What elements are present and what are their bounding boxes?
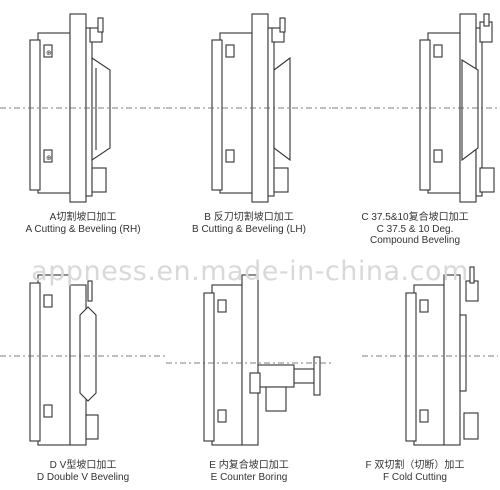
panel-c: C 37.5&10复合坡口加工 C 37.5 & 10 Deg. Compoun… [332,0,498,246]
caption-e-en: E Counter Boring [210,472,288,483]
svg-text:⊕: ⊕ [46,154,52,162]
cutting-beveling-lh-diagram [166,13,332,203]
counter-boring-diagram [166,274,332,446]
watermark: appness.en.made-in-china.com [31,256,469,287]
svg-text:⊕: ⊕ [46,49,52,57]
panel-d: D V型坡口加工 D Double V Beveling [0,245,166,490]
caption-e-cn: E 内复合坡口加工 [209,460,289,471]
caption-b-en: B Cutting & Beveling (LH) [192,224,306,235]
caption-d-en: D Double V Beveling [36,472,130,483]
cutting-beveling-rh-diagram: ⊕ ⊕ [0,13,166,203]
panel-a: ⊕ ⊕ A切割坡口加工 A Cutting & Beveling (RH) [0,0,166,245]
caption-c-en-2: Compound Beveling [369,235,461,246]
caption-c-cn: C 37.5&10复合坡口加工 [361,212,469,223]
caption-f-en: F Cold Cutting [383,472,447,483]
caption-b-cn: B 反刀切割坡口加工 [204,212,294,223]
caption-c-en: C 37.5 & 10 Deg. [376,224,454,235]
caption-a-cn: A切割坡口加工 [49,212,117,223]
panel-e: E 内复合坡口加工 E Counter Boring [166,245,332,490]
panel-b: B 反刀切割坡口加工 B Cutting & Beveling (LH) [166,0,332,245]
double-v-beveling-diagram [0,274,166,446]
cold-cutting-diagram [362,266,498,446]
caption-d-cn: D V型坡口加工 [49,460,117,471]
caption-a-en: A Cutting & Beveling (RH) [25,224,141,235]
caption-f-cn: F 双切割（切断）加工 [365,460,465,471]
panel-f: F 双切割（切断）加工 F Cold Cutting [332,245,498,490]
compound-beveling-diagram [332,13,498,203]
